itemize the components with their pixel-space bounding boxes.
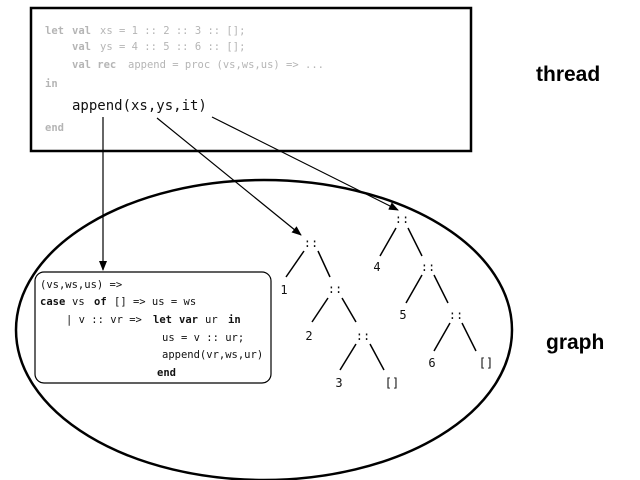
closure-line-5: append(vr,ws,ur) bbox=[162, 349, 263, 361]
edge bbox=[285, 250, 305, 278]
thread-box: let val xs = 1 :: 2 :: 3 :: []; val ys =… bbox=[29, 6, 473, 153]
thread-code-line-2-keyword: val bbox=[72, 41, 91, 53]
edge bbox=[461, 322, 477, 352]
closure-line-1: (vs,ws,us) => bbox=[40, 279, 122, 291]
list-element-4: 4 bbox=[373, 260, 380, 274]
list-element-5: 5 bbox=[399, 308, 406, 322]
cons-node-xs-3: :: bbox=[356, 329, 370, 343]
list-ys-tree: :: 4 :: 5 :: 6 [] bbox=[373, 212, 493, 370]
thread-code-line-2: ys = 4 :: 5 :: 6 :: []; bbox=[100, 41, 245, 53]
edge bbox=[341, 297, 357, 323]
arrow-ys-to-list bbox=[211, 116, 399, 211]
nil-node-xs: [] bbox=[385, 376, 399, 390]
cons-node-xs-2: :: bbox=[328, 282, 342, 296]
thread-label: thread bbox=[536, 63, 600, 86]
nil-node-ys: [] bbox=[479, 356, 493, 370]
closure-box: (vs,ws,us) => case vs of [] => us = ws |… bbox=[34, 271, 272, 384]
edge bbox=[379, 227, 397, 257]
list-element-3: 3 bbox=[335, 376, 342, 390]
graph-label: graph bbox=[546, 331, 604, 354]
graph-ellipse bbox=[14, 178, 514, 480]
thread-code-line-1-keyword-2: val bbox=[72, 25, 91, 37]
list-element-1: 1 bbox=[280, 283, 287, 297]
arrow-xs-to-list bbox=[156, 117, 302, 236]
thread-code-in-keyword: in bbox=[45, 78, 58, 90]
cons-node-ys-3: :: bbox=[449, 308, 463, 322]
cons-node-ys-1: :: bbox=[395, 212, 409, 226]
list-xs-tree: :: 1 :: 2 :: 3 [] bbox=[280, 236, 399, 390]
closure-of-keyword: of bbox=[94, 296, 107, 308]
closure-case-keyword: case bbox=[40, 296, 65, 308]
closure-line-3: | v :: vr => bbox=[66, 314, 142, 326]
thread-code-end-keyword: end bbox=[45, 122, 64, 134]
closure-in-keyword: in bbox=[228, 314, 241, 326]
edge bbox=[433, 274, 449, 304]
cons-node-xs-1: :: bbox=[304, 236, 318, 250]
list-element-6: 6 bbox=[428, 356, 435, 370]
thread-code-line-1-keyword: let bbox=[45, 25, 64, 37]
thread-call-expression: append(xs,ys,it) bbox=[72, 98, 207, 114]
list-element-2: 2 bbox=[305, 329, 312, 343]
closure-line-3-var: ur bbox=[205, 314, 218, 326]
edge bbox=[407, 227, 423, 257]
closure-var-keyword: var bbox=[179, 314, 198, 326]
closure-case-subject: vs bbox=[72, 296, 85, 308]
edge bbox=[311, 297, 329, 323]
edge bbox=[339, 343, 357, 371]
edge bbox=[369, 343, 385, 371]
thread-code-line-1: xs = 1 :: 2 :: 3 :: []; bbox=[100, 25, 245, 37]
edge bbox=[317, 250, 331, 278]
closure-line-4: us = v :: ur; bbox=[162, 332, 244, 344]
thread-code-line-3-keyword: val rec bbox=[72, 59, 116, 71]
edge bbox=[405, 274, 423, 304]
thread-code-line-3: append = proc (vs,ws,us) => ... bbox=[128, 59, 324, 71]
closure-line-2: [] => us = ws bbox=[114, 296, 196, 308]
closure-end-keyword: end bbox=[157, 367, 176, 379]
edge bbox=[433, 322, 451, 352]
cons-node-ys-2: :: bbox=[421, 260, 435, 274]
closure-let-keyword: let bbox=[153, 314, 172, 326]
